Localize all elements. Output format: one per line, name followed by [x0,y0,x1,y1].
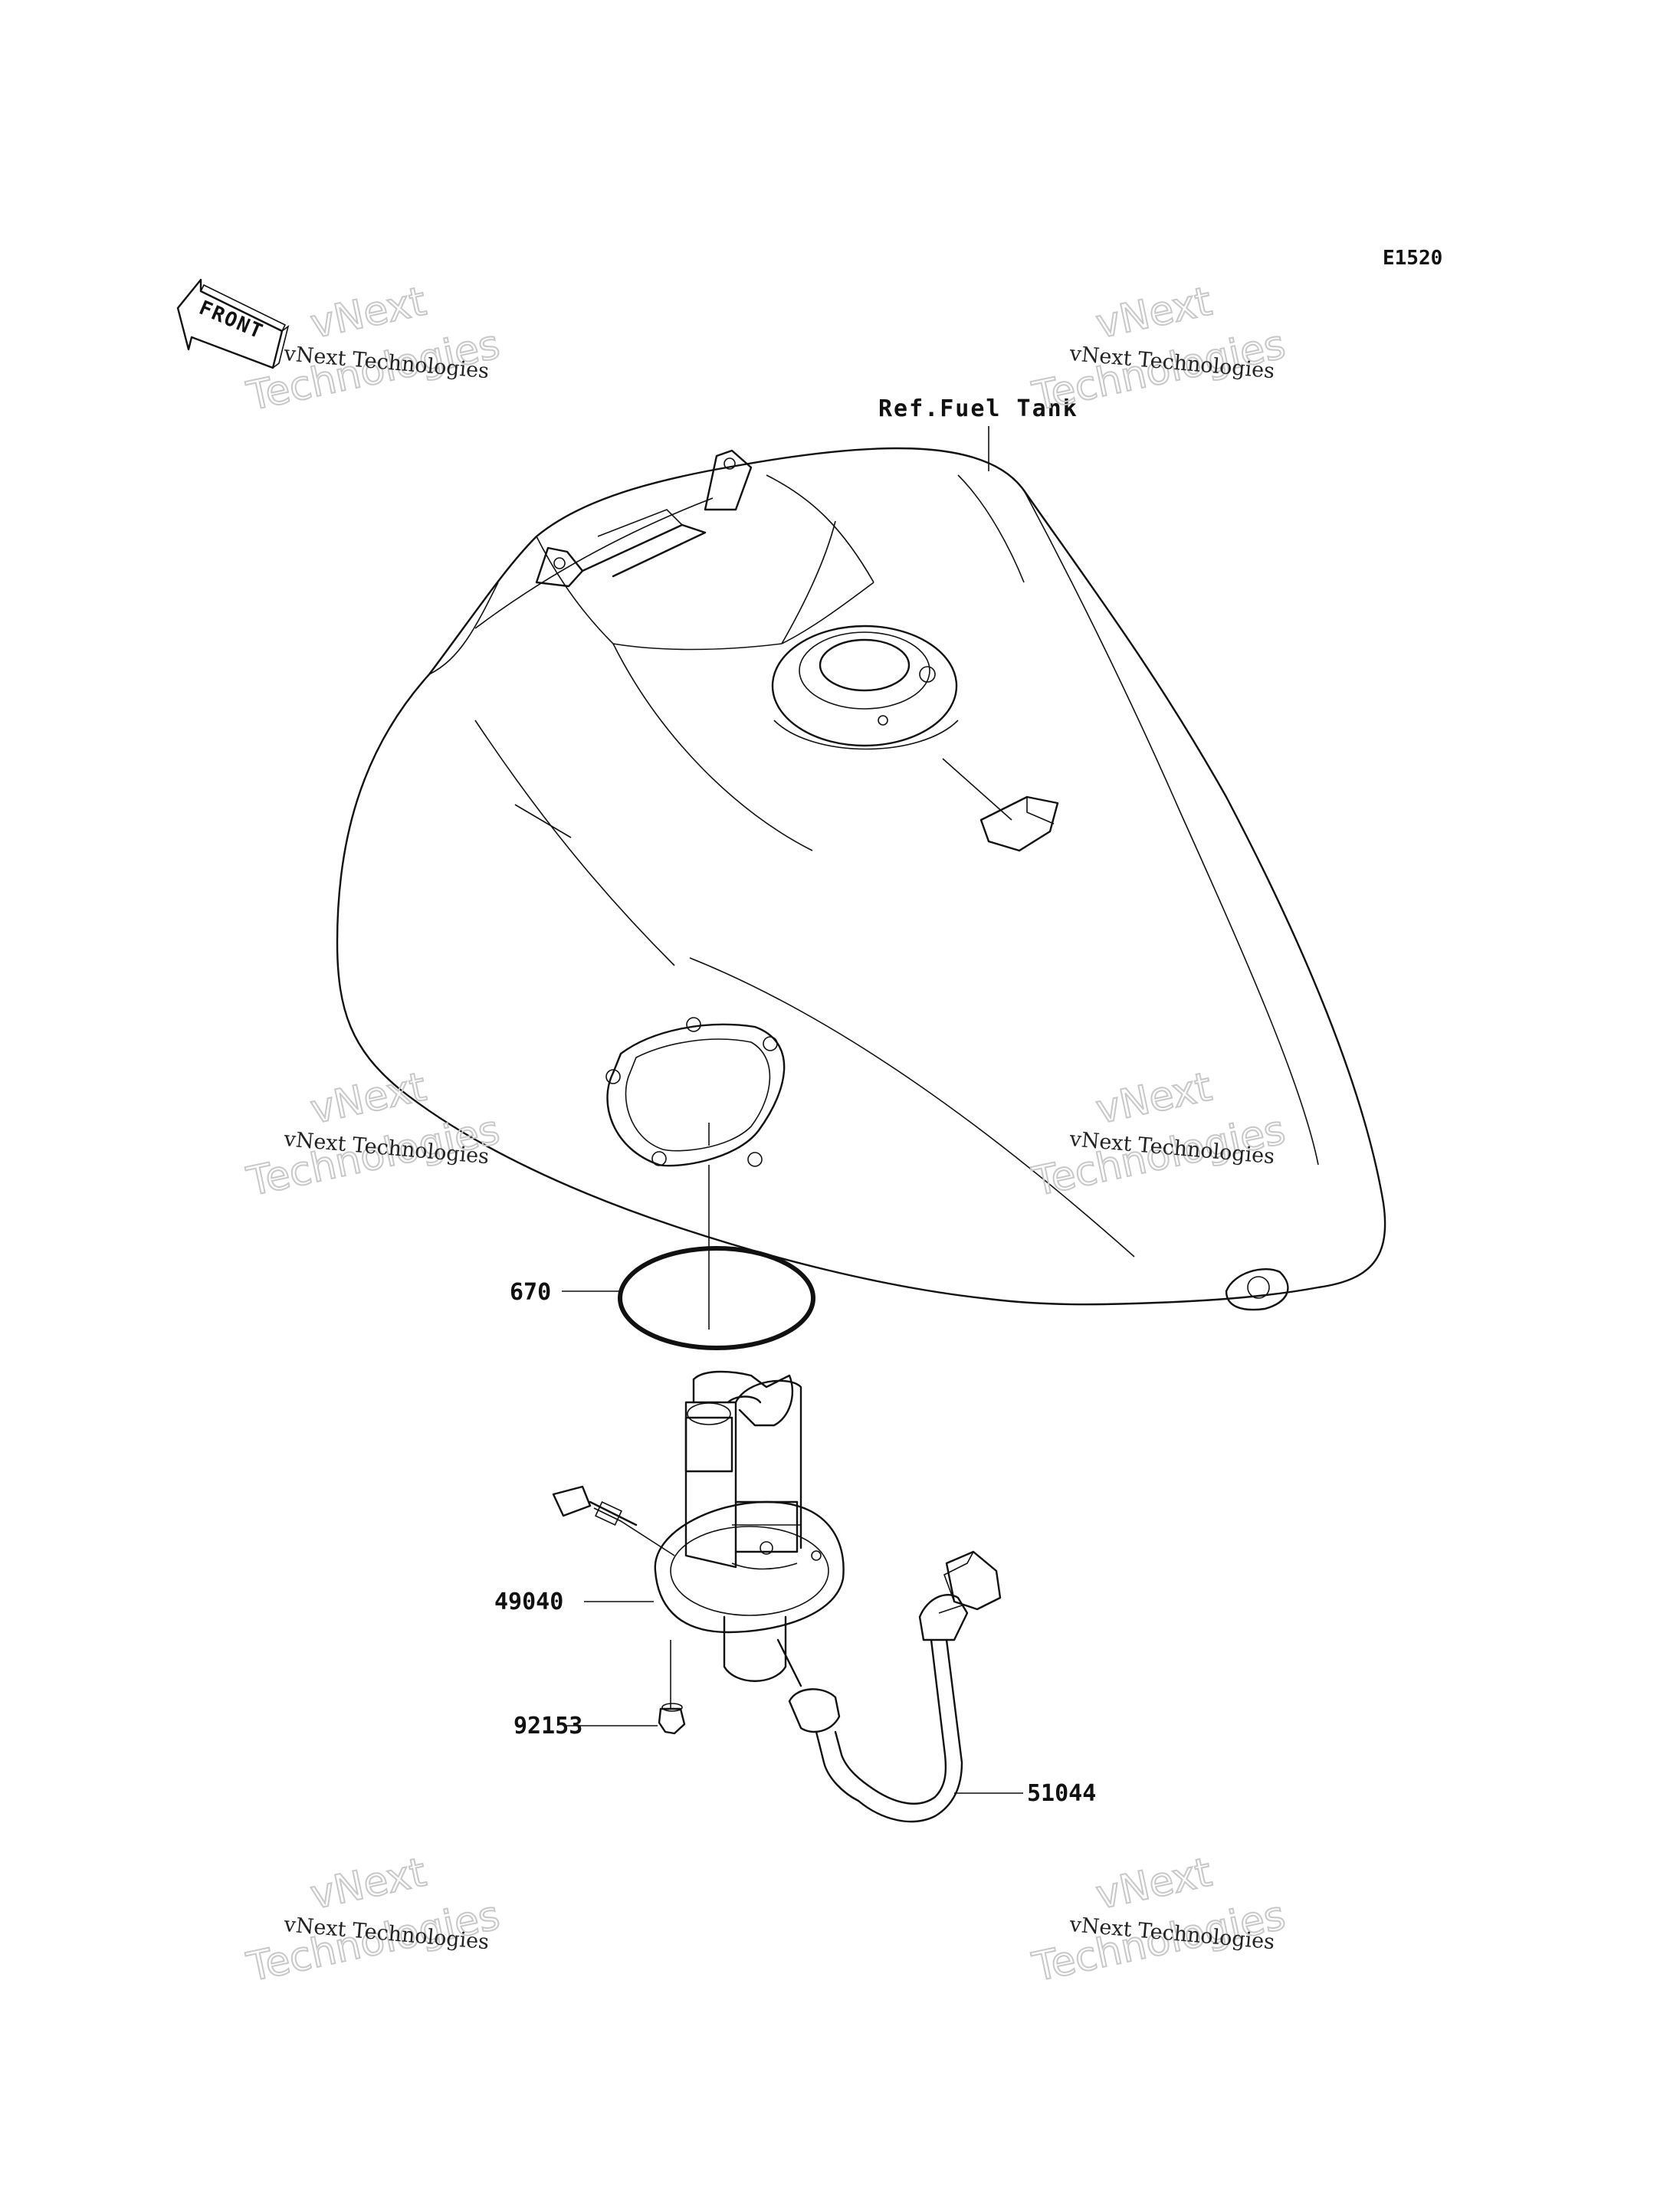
watermark: vNext Technologies vNext Technologies [242,1064,504,1207]
part-number-92153: 92153 [514,1713,582,1740]
o-ring-part [618,1246,815,1350]
front-label: FRONT [195,297,267,344]
fuel-hose-part [776,1550,1002,1823]
watermark: vNext Technologies vNext Technologies [1028,1064,1290,1207]
bolt-part [658,1640,686,1735]
watermark-brand: vNext [307,1064,430,1133]
part-number-49040: 49040 [494,1589,563,1615]
watermark: vNext Technologies vNext Technologies [242,1849,504,1992]
fuel-tank-drawing [336,447,1386,1311]
watermark-brand: vNext [307,1850,430,1919]
watermark-brand: vNext [1092,1064,1216,1133]
watermark-brand: vNext [1092,1850,1216,1919]
watermark: vNext Technologies vNext Technologies [1028,278,1290,421]
ref-fuel-tank-label: Ref.Fuel Tank [878,395,1078,422]
part-number-670: 670 [510,1279,551,1306]
front-direction-arrow: FRONT [176,278,290,369]
fuel-pump-assembly [552,1370,845,1682]
watermark-brand: vNext [1092,279,1216,348]
part-number-51044: 51044 [1027,1780,1096,1807]
watermark-brand: vNext [307,279,430,348]
watermark-group: vNext Technologies vNext Technologies vN… [242,278,1290,1992]
diagram-code: E1520 [1383,247,1442,270]
watermark: vNext Technologies vNext Technologies [1028,1849,1290,1992]
